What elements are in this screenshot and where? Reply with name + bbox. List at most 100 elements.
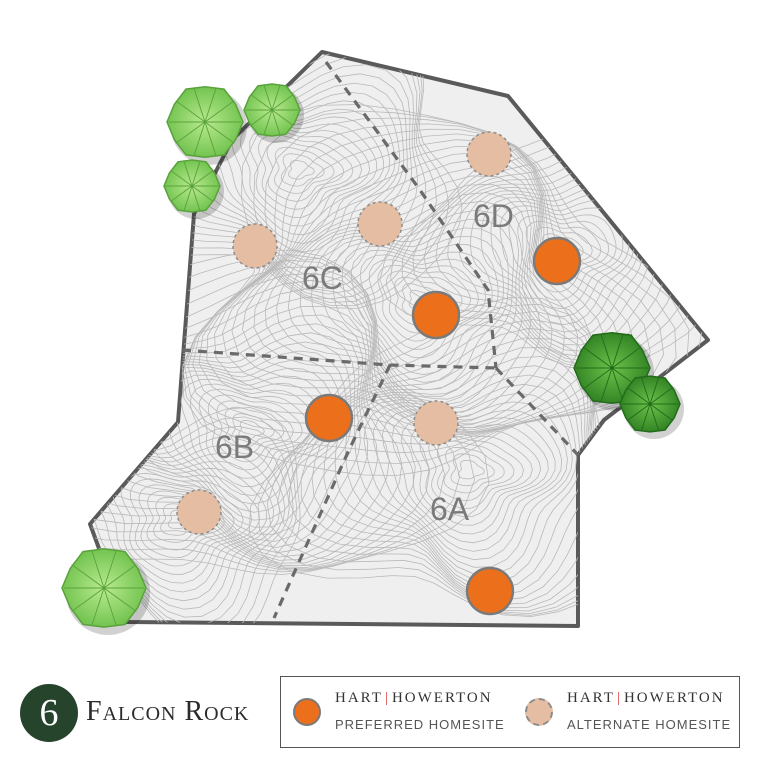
contour-line bbox=[221, 114, 384, 244]
contour-line bbox=[180, 378, 326, 496]
contour-line bbox=[199, 388, 312, 479]
alternate-homesite-swatch bbox=[525, 698, 553, 726]
tree-icon bbox=[243, 83, 304, 143]
contour-line bbox=[90, 407, 301, 626]
contour-line bbox=[90, 259, 461, 571]
preferred-homesite bbox=[411, 290, 461, 340]
contour-line bbox=[280, 153, 325, 187]
contour-line bbox=[242, 166, 565, 427]
contour-line bbox=[382, 409, 563, 552]
contour-line bbox=[299, 209, 520, 404]
lot-label-6d: 6D bbox=[473, 198, 514, 234]
contour-line bbox=[90, 452, 281, 610]
contour-line bbox=[249, 128, 363, 218]
contour-line bbox=[222, 151, 593, 431]
contour-line bbox=[323, 356, 589, 596]
contour-line bbox=[517, 215, 610, 293]
brand-mark: HART|HOWERTON bbox=[335, 690, 493, 706]
tree-icon bbox=[166, 85, 247, 165]
alternate-homesite bbox=[357, 201, 403, 247]
contour-line bbox=[90, 279, 416, 567]
topographic-contours bbox=[90, 52, 708, 626]
contour-line bbox=[344, 374, 581, 583]
contour-line bbox=[457, 460, 485, 480]
tree-icon bbox=[619, 375, 684, 439]
contour-line bbox=[257, 303, 658, 616]
lot-label-6b: 6B bbox=[215, 429, 254, 465]
contour-line bbox=[90, 435, 290, 626]
footer: 6 Falcon Rock HART|HOWERTON PREFERRED HO… bbox=[0, 662, 762, 762]
contour-line bbox=[350, 249, 493, 367]
contour-line bbox=[129, 478, 244, 567]
contour-line bbox=[266, 310, 643, 615]
contour-line bbox=[171, 374, 333, 505]
contour-line bbox=[253, 175, 553, 424]
contour-line bbox=[428, 434, 524, 510]
alternate-homesite bbox=[466, 131, 512, 177]
contour-line bbox=[508, 209, 617, 301]
preferred-homesite bbox=[532, 236, 582, 286]
contour-line bbox=[300, 337, 605, 605]
contour-line bbox=[322, 227, 509, 391]
contour-line bbox=[212, 108, 391, 253]
contour-line bbox=[499, 205, 624, 310]
contour-line bbox=[400, 418, 549, 535]
contour-line bbox=[181, 104, 703, 476]
lot-label-6c: 6C bbox=[302, 260, 343, 296]
legend-item-preferred: HART|HOWERTON PREFERRED HOMESITE bbox=[289, 677, 504, 747]
contour-line bbox=[238, 419, 265, 440]
contour-line bbox=[248, 297, 673, 618]
contour-line bbox=[90, 444, 286, 618]
preferred-homesite bbox=[304, 393, 354, 443]
lot-dividers bbox=[181, 61, 580, 619]
contour-line bbox=[288, 327, 617, 609]
contour-line bbox=[373, 401, 568, 561]
contour-line bbox=[311, 218, 514, 397]
contour-line bbox=[354, 383, 577, 576]
alternate-homesite bbox=[176, 489, 222, 535]
contour-line bbox=[240, 123, 371, 227]
contour-line bbox=[391, 413, 556, 544]
contour-line bbox=[273, 146, 335, 194]
contour-line bbox=[276, 192, 532, 416]
contour-line bbox=[101, 463, 267, 593]
contour-line bbox=[198, 133, 637, 436]
contour-line bbox=[231, 413, 275, 447]
alternate-homesite bbox=[232, 223, 278, 269]
contour-line bbox=[90, 416, 297, 626]
contour-line bbox=[90, 296, 390, 561]
contour-line bbox=[111, 467, 261, 584]
alternate-homesite bbox=[413, 400, 459, 446]
contour-line bbox=[206, 139, 622, 434]
contour-line bbox=[363, 392, 573, 568]
trees bbox=[61, 83, 684, 635]
contour-line bbox=[90, 266, 445, 570]
legend-item-alternate: HART|HOWERTON ALTERNATE HOMESITE bbox=[521, 677, 736, 747]
site-map: 6D 6C 6B 6A bbox=[61, 50, 710, 635]
legend-caption-preferred: PREFERRED HOMESITE bbox=[335, 717, 505, 732]
lot-label-6a: 6A bbox=[430, 491, 470, 527]
contour-line bbox=[257, 134, 354, 210]
tree-icon bbox=[61, 548, 150, 635]
site-number-badge: 6 bbox=[20, 684, 78, 742]
preferred-homesite-swatch bbox=[293, 698, 321, 726]
contour-line bbox=[120, 472, 253, 575]
contour-line bbox=[287, 200, 524, 410]
site-name: Falcon Rock bbox=[86, 696, 250, 727]
divider-6a-east bbox=[494, 366, 580, 457]
contour-line bbox=[90, 287, 403, 564]
contour-line bbox=[334, 365, 585, 590]
contour-line bbox=[419, 428, 533, 518]
legend: HART|HOWERTON PREFERRED HOMESITE HART|HO… bbox=[280, 676, 740, 748]
contour-line bbox=[450, 453, 495, 487]
preferred-homesite bbox=[465, 566, 515, 616]
contour-line bbox=[410, 422, 542, 526]
homesites bbox=[176, 131, 582, 616]
contour-line bbox=[91, 458, 275, 602]
brand-mark: HART|HOWERTON bbox=[567, 690, 725, 706]
contour-line bbox=[90, 425, 294, 626]
lot-labels: 6D 6C 6B 6A bbox=[215, 198, 514, 527]
legend-caption-alternate: ALTERNATE HOMESITE bbox=[567, 717, 732, 732]
contour-line bbox=[90, 272, 431, 568]
tree-icon bbox=[163, 159, 224, 219]
